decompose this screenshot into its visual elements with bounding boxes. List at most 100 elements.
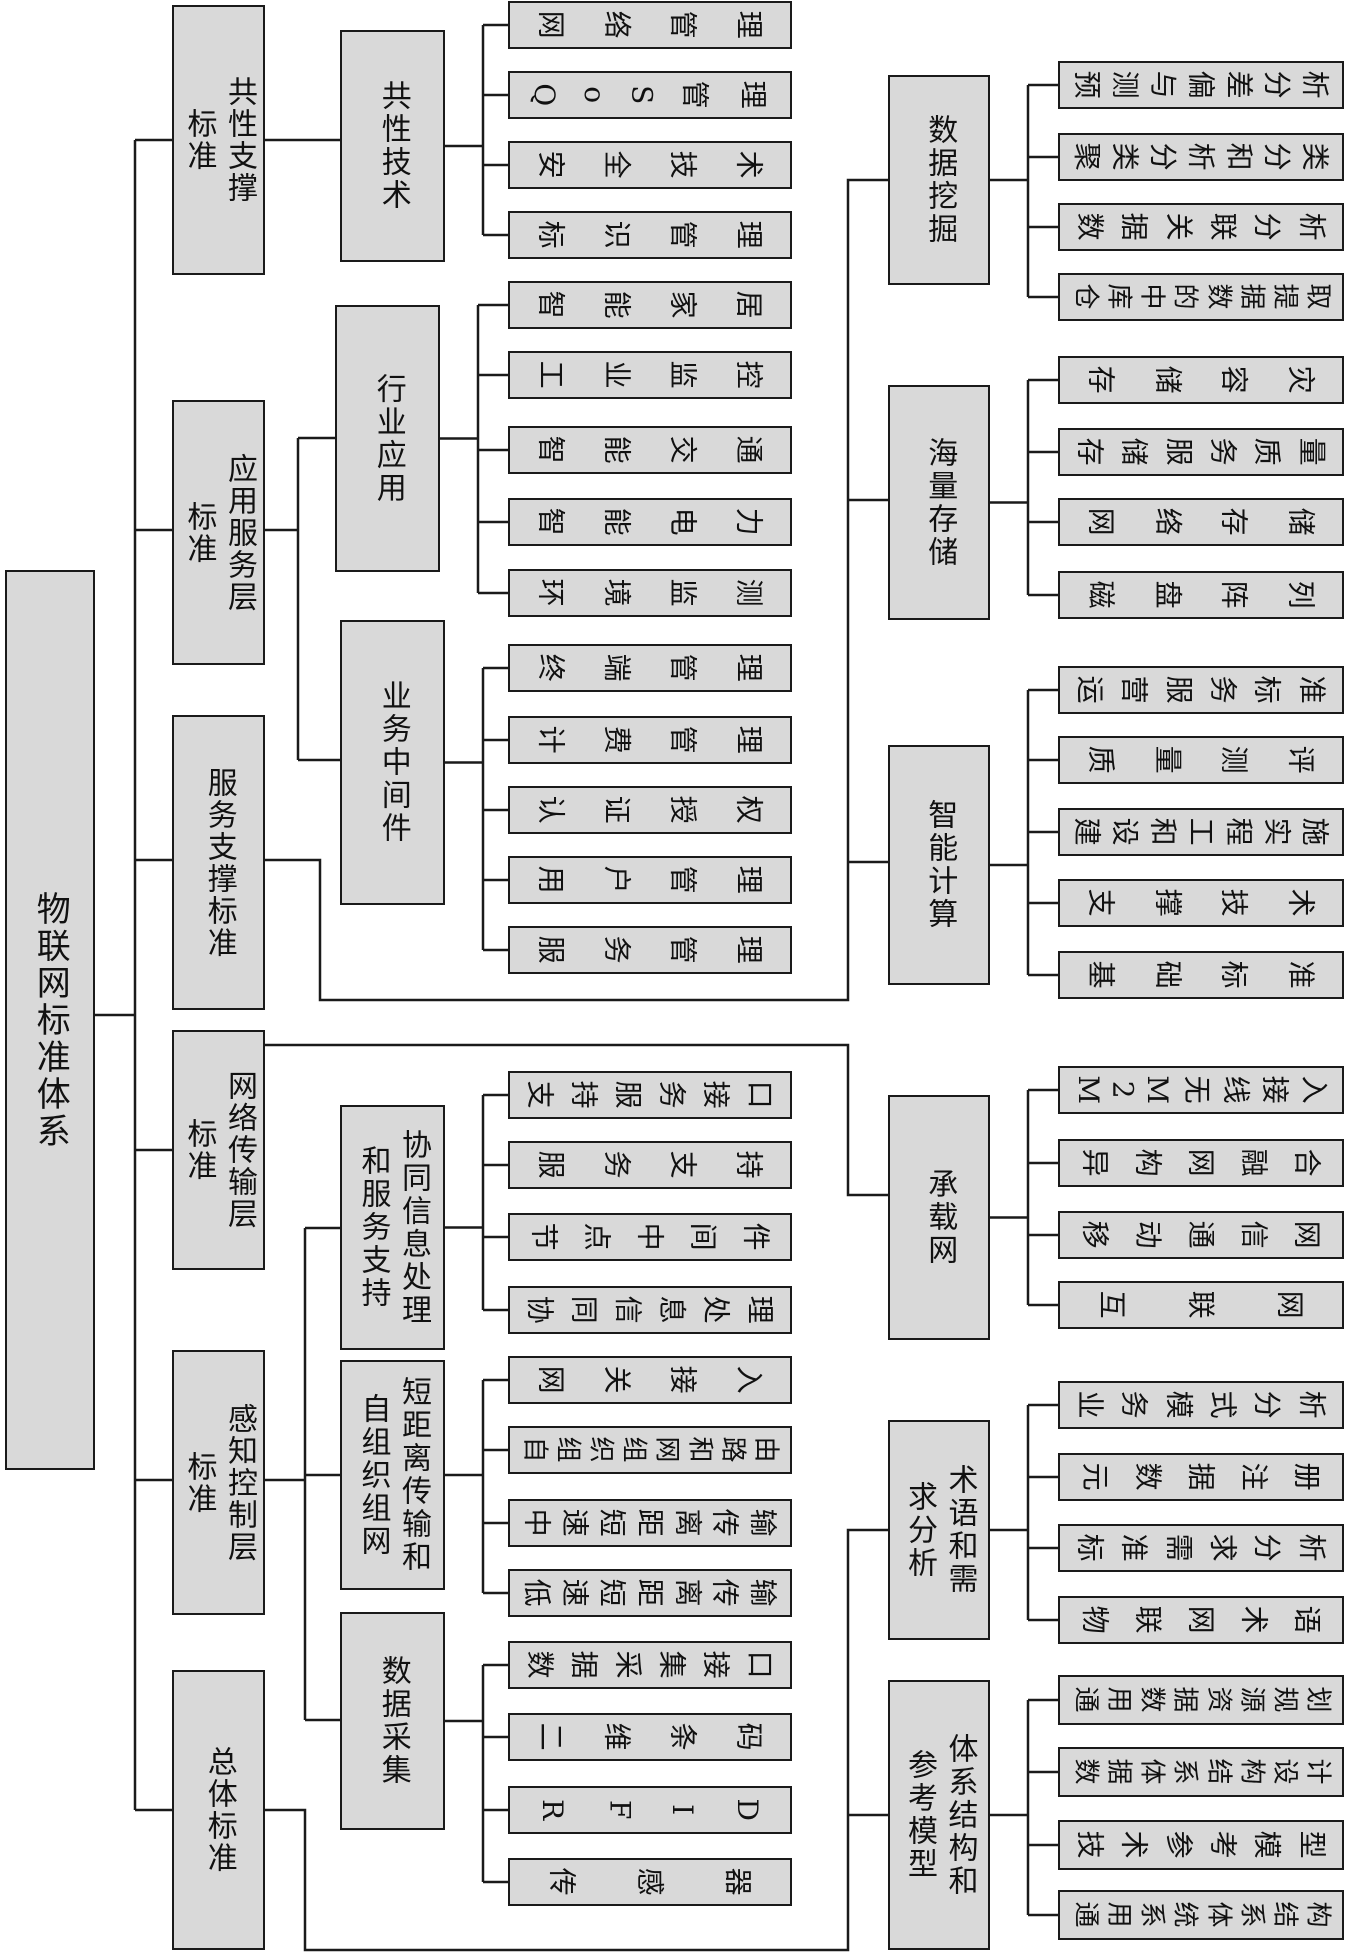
leaf-char: 接 [1258,1075,1292,1104]
leaf-char: 无 [1180,1075,1214,1104]
leaf-char: 数 [523,1650,557,1679]
leaf-char: 语 [1291,1605,1325,1634]
category-app: 应用服务层 标准 [172,400,265,665]
leaf-char: 管 [678,80,712,109]
leaf-char: 通 [1184,1220,1218,1249]
leaf-char: 距 [633,1578,667,1607]
category-network-label: 网络传输层 标准 [181,1070,258,1230]
leaf-char: 元 [1078,1462,1112,1491]
leaf-char: 监 [666,578,700,607]
leaf-char: 业 [600,360,634,389]
leaf-hangye-3-label: 智能交通 [510,434,790,465]
category-app-label: 应用服务层 标准 [181,452,258,613]
leaf-shuyu-3-label: 标准需求分析 [1060,1532,1342,1563]
leaf-yewu-1: 终端管理 [508,644,792,692]
group-shujucaiji-label: 数据采集 [375,1655,411,1787]
leaf-char: 质 [1084,745,1118,774]
leaf-char: 用 [1103,1901,1134,1928]
leaf-char: 标 [1073,1533,1107,1562]
leaf-char: 计 [534,725,568,754]
leaf-xietong-2: 服务支持 [508,1141,792,1189]
leaf-char: 与 [1146,70,1180,99]
leaf-char: 证 [600,795,634,824]
leaf-char: 持 [567,1080,601,1109]
leaf-char: 模 [1251,1830,1285,1859]
leaf-char: 自 [520,1436,551,1463]
leaf-char: 技 [1073,1830,1107,1859]
group-hangye-label: 行业应用 [370,372,406,505]
leaf-char: 点 [580,1222,614,1251]
leaf-char: 评 [1284,745,1318,774]
leaf-shujuwajue-2-label: 聚类分析和分类 [1060,141,1342,172]
leaf-char: 管 [666,725,700,754]
leaf-yewu-1-label: 终端管理 [510,652,790,683]
leaf-char: 析 [1298,70,1332,99]
leaf-char: 授 [666,795,700,824]
leaf-char: 差 [1222,70,1256,99]
leaf-hailiang-2-label: 存储服务质量 [1060,436,1342,467]
leaf-char: 联 [1206,212,1240,241]
leaf-gongxing-4-label: 标识管理 [510,219,790,250]
leaf-char: 合 [1291,1148,1325,1177]
leaf-shuyu-4: 物联网术语 [1058,1596,1344,1644]
leaf-char: 管 [666,220,700,249]
leaf-char: 通 [1070,1686,1101,1713]
leaf-hailiang-3: 网络存储 [1058,498,1344,546]
leaf-char: 业 [1073,1390,1107,1419]
leaf-char: 类 [1108,142,1142,171]
leaf-shujucaiji-2: 二维条码 [508,1713,792,1761]
leaf-char: 终 [534,653,568,682]
leaf-char: 能 [600,290,634,319]
leaf-char: 营 [1118,675,1152,704]
leaf-char: 服 [534,1150,568,1179]
leaf-char: 准 [1295,675,1329,704]
leaf-char: 物 [1078,1605,1112,1634]
group-hangye: 行业应用 [335,305,440,572]
leaf-char: 速 [558,1578,592,1607]
leaf-char: 技 [1217,888,1251,917]
leaf-shujucaiji-1-label: 数据采集接口 [510,1649,790,1680]
leaf-char: 术 [1284,888,1318,917]
leaf-char: 传 [709,1578,743,1607]
leaf-tixi-3-label: 技术参考模型 [1060,1829,1342,1860]
leaf-char: 阵 [1217,580,1251,609]
leaf-char: 认 [534,795,568,824]
leaf-shujuwajue-3: 数据关联分析 [1058,203,1344,251]
leaf-char: 据 [1118,212,1152,241]
leaf-char: 统 [1169,1901,1200,1928]
leaf-char: 动 [1131,1220,1165,1249]
leaf-char: 输 [746,1508,780,1537]
leaf-shuyu-1-label: 业务模式分析 [1060,1389,1342,1420]
leaf-xietong-1-label: 支持服务接口 [510,1079,790,1110]
group-zhineng-label: 智能计算 [922,799,958,931]
leaf-char: 理 [732,865,766,894]
leaf-zhineng-4: 支撑技术 [1058,879,1344,927]
leaf-char: 务 [1206,675,1240,704]
group-zhineng: 智能计算 [888,745,990,985]
leaf-char: 设 [1269,1758,1300,1785]
leaf-char: 服 [1162,675,1196,704]
leaf-char: 力 [732,507,766,536]
leaf-shujucaiji-1: 数据采集接口 [508,1641,792,1689]
leaf-char: 工 [1184,817,1218,846]
leaf-char: 智 [534,290,568,319]
group-duanjuli-label: 短距离传输和 自组织组网 [355,1376,432,1574]
leaf-char: 处 [699,1295,733,1324]
group-hailiang: 海量存储 [888,385,990,620]
leaf-char: 准 [1118,1533,1152,1562]
leaf-yewu-3: 认证授权 [508,786,792,834]
leaf-hangye-2-label: 工业监控 [510,359,790,390]
leaf-char: 离 [671,1508,705,1537]
leaf-zhineng-2: 质量测评 [1058,736,1344,784]
leaf-chengzai-3: 移动通信网 [1058,1211,1344,1259]
leaf-char: 低 [520,1578,554,1607]
leaf-char: 标 [534,220,568,249]
leaf-char: 型 [1295,1830,1329,1859]
leaf-hangye-3: 智能交通 [508,426,792,474]
leaf-char: 管 [666,653,700,682]
leaf-shujucaiji-4-label: 传感器 [510,1866,790,1897]
leaf-char: 管 [666,935,700,964]
leaf-char: I [666,1804,700,1816]
